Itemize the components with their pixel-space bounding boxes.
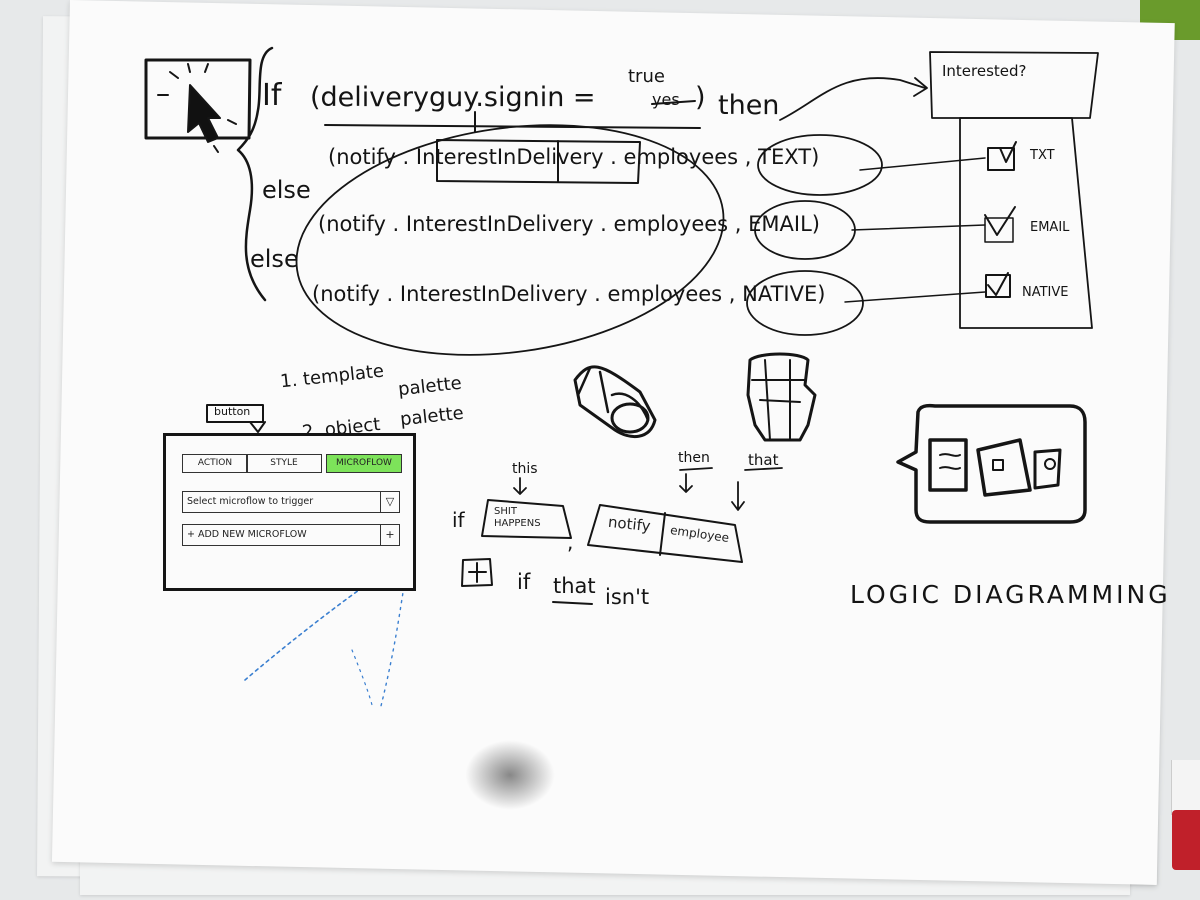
then-label: then bbox=[678, 450, 710, 466]
footer-that: that bbox=[553, 574, 596, 598]
option-native: NATIVE bbox=[1022, 285, 1069, 300]
select-placeholder: Select microflow to trigger bbox=[187, 496, 314, 507]
code-line-1: (notify . InterestInDelivery . employees… bbox=[328, 145, 820, 169]
microflow-panel-sketch: ACTION STYLE MICROFLOW Select microflow … bbox=[163, 433, 416, 591]
this-box-label: SHIT HAPPENS bbox=[494, 506, 541, 529]
then-keyword: then bbox=[718, 90, 780, 121]
add-microflow-label: + ADD NEW MICROFLOW bbox=[187, 529, 307, 540]
footer-if: if bbox=[517, 570, 531, 594]
condition-close: ) bbox=[695, 82, 706, 113]
brace bbox=[236, 46, 274, 302]
select-arrow-icon: ▽ bbox=[380, 492, 399, 512]
tab-action[interactable]: ACTION bbox=[182, 454, 248, 473]
tab-style[interactable]: STYLE bbox=[246, 454, 322, 473]
microflow-select[interactable]: Select microflow to trigger ▽ bbox=[182, 491, 400, 513]
option-txt: TXT bbox=[1030, 148, 1055, 163]
cursor-arrow-icon bbox=[187, 84, 221, 143]
condition-true: true bbox=[628, 66, 665, 87]
code-line-2: (notify . InterestInDelivery . employees… bbox=[318, 212, 820, 236]
button-tag: button bbox=[214, 405, 251, 418]
tab-microflow[interactable]: MICROFLOW bbox=[326, 454, 402, 473]
marker-cap bbox=[1171, 760, 1200, 815]
that-label: that bbox=[748, 451, 779, 469]
if-word: if bbox=[452, 508, 465, 532]
comma: , bbox=[567, 530, 574, 554]
footer-isnt: isn't bbox=[605, 585, 650, 609]
add-microflow-row[interactable]: + ADD NEW MICROFLOW + bbox=[182, 524, 400, 546]
add-plus-icon: + bbox=[380, 525, 399, 545]
code-line-3: (notify . InterestInDelivery . employees… bbox=[312, 282, 826, 306]
condition-struck: yes bbox=[652, 90, 680, 109]
condition-text: (deliveryguy.signin = bbox=[310, 82, 596, 113]
option-email: EMAIL bbox=[1030, 220, 1070, 235]
logic-title: LOGIC DIAGRAMMING bbox=[850, 580, 1171, 609]
red-marker bbox=[1172, 810, 1200, 870]
this-label: this bbox=[512, 461, 538, 477]
interested-title: Interested? bbox=[942, 62, 1027, 80]
if-keyword: If bbox=[262, 78, 282, 113]
else-keyword-2: else bbox=[250, 245, 299, 273]
else-keyword-1: else bbox=[262, 176, 311, 204]
shadow-blob bbox=[465, 740, 555, 810]
